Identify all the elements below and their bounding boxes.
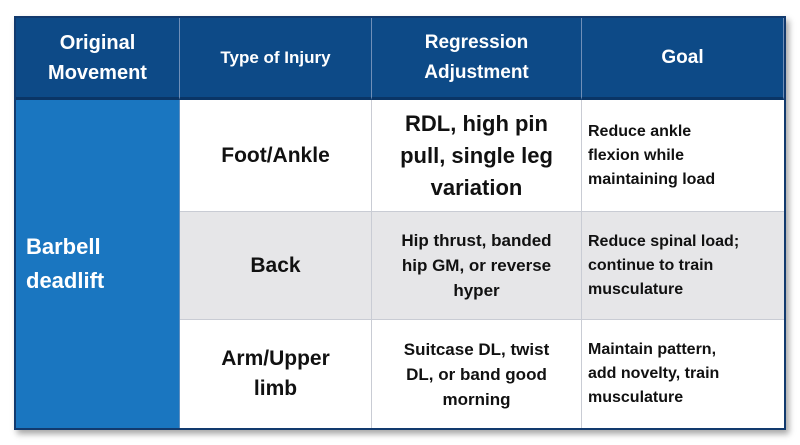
row-3-injury: Arm/Upper limb — [180, 320, 372, 428]
header-original-movement-label: Original Movement — [48, 31, 147, 84]
row-1-goal-label: Reduce ankle flexion while maintaining l… — [588, 122, 716, 188]
header-goal: Goal — [582, 18, 784, 100]
row-3-injury-label: Arm/Upper limb — [221, 347, 330, 400]
original-movement-cell: Barbell deadlift — [16, 100, 180, 428]
row-3-goal-label: Maintain pattern, add novelty, train mus… — [588, 341, 720, 406]
row-1-injury: Foot/Ankle — [180, 100, 372, 212]
row-2-injury-label: Back — [250, 253, 301, 277]
row-2-goal: Reduce spinal load; continue to train mu… — [582, 212, 784, 320]
row-1-regression-label: RDL, high pin pull, single leg variation — [400, 110, 553, 200]
row-3-regression-label: Suitcase DL, twist DL, or band good morn… — [403, 339, 550, 409]
row-3-goal: Maintain pattern, add novelty, train mus… — [582, 320, 784, 428]
regression-table-frame: Original Movement Type of Injury Regress… — [14, 16, 786, 430]
row-1-goal: Reduce ankle flexion while maintaining l… — [582, 100, 784, 212]
header-type-of-injury: Type of Injury — [180, 18, 372, 100]
header-original-movement: Original Movement — [16, 18, 180, 100]
original-movement-label: Barbell deadlift — [26, 234, 105, 293]
row-1-injury-label: Foot/Ankle — [221, 143, 330, 167]
row-2-goal-label: Reduce spinal load; continue to train mu… — [588, 232, 740, 298]
row-3-regression: Suitcase DL, twist DL, or band good morn… — [372, 320, 582, 428]
row-2-regression-label: Hip thrust, banded hip GM, or reverse hy… — [401, 231, 552, 300]
header-type-of-injury-label: Type of Injury — [220, 47, 331, 67]
header-regression-adjustment: Regression Adjustment — [372, 18, 582, 100]
header-regression-adjustment-label: Regression Adjustment — [424, 31, 529, 83]
regression-table: Original Movement Type of Injury Regress… — [16, 18, 784, 428]
row-2-injury: Back — [180, 212, 372, 320]
row-2-regression: Hip thrust, banded hip GM, or reverse hy… — [372, 212, 582, 320]
row-1-regression: RDL, high pin pull, single leg variation — [372, 100, 582, 212]
header-goal-label: Goal — [661, 46, 704, 68]
